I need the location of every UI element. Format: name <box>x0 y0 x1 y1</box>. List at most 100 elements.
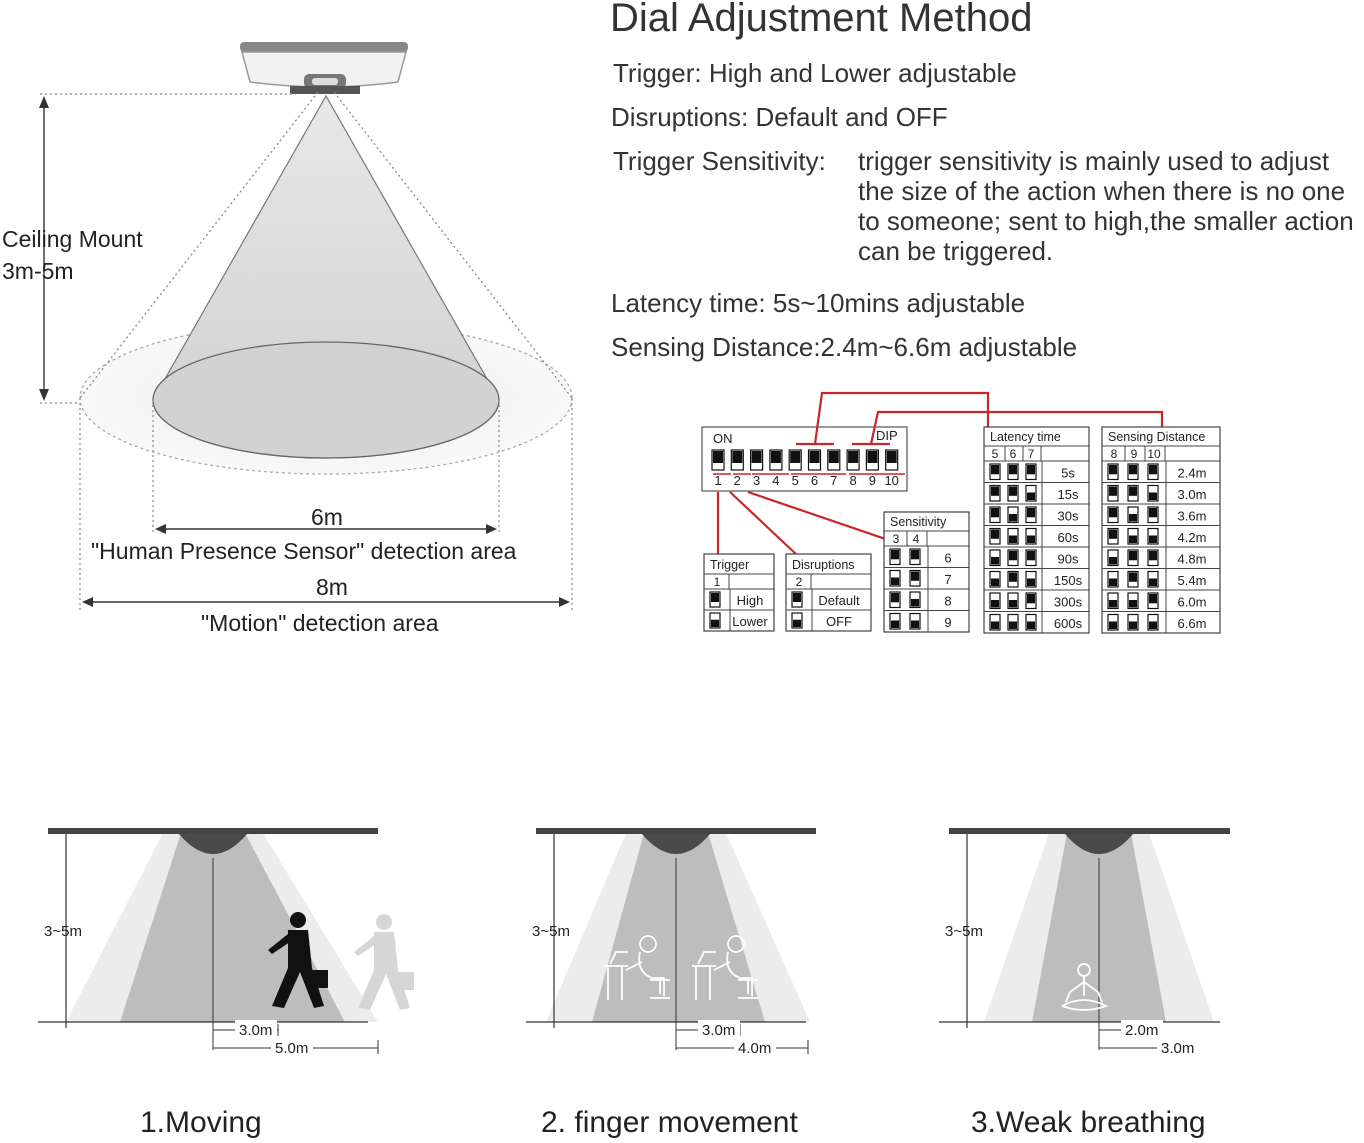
switch-icon <box>1025 527 1037 545</box>
switch-icon <box>1107 592 1119 610</box>
switch-icon <box>1107 570 1119 588</box>
switch-icon <box>989 527 1001 545</box>
outer-area-label: "Motion" detection area <box>201 610 439 636</box>
switch-icon <box>1025 506 1037 524</box>
scene-3: 3~5m 2.0m3.0m <box>939 828 1230 1057</box>
switch-icon <box>989 484 1001 502</box>
switch-icon <box>709 612 721 629</box>
switch-icon <box>909 548 921 566</box>
switch-icon <box>1025 463 1037 481</box>
sensitivity-table-col-header: 4 <box>913 532 920 546</box>
scene-2-caption: 2. finger movement <box>541 1106 798 1139</box>
ceiling-bar <box>536 828 816 834</box>
switch-icon <box>989 570 1001 588</box>
dip-number: 3 <box>753 473 760 488</box>
sensitivity-spec-label: Trigger Sensitivity: <box>613 146 826 176</box>
dip-number: 1 <box>714 473 721 488</box>
latency-table-col-header: 7 <box>1028 447 1035 461</box>
switch-icon <box>1107 527 1119 545</box>
latency-table-row-label: 600s <box>1054 616 1083 631</box>
switch-icon <box>1127 506 1139 524</box>
switch-icon <box>1127 549 1139 567</box>
switch-icon <box>1107 613 1119 631</box>
callout-line <box>852 410 1164 446</box>
switch-icon <box>1127 463 1139 481</box>
latency-table-col-header: 6 <box>1010 447 1017 461</box>
height-label: 3~5m <box>44 923 82 940</box>
distance-table-row-label: 3.0m <box>1178 487 1207 502</box>
switch-icon <box>1147 613 1159 631</box>
outer-dim-label: 5.0m <box>275 1040 308 1057</box>
sensitivity-table-row-label: 8 <box>944 594 951 609</box>
disruptions-table-title: Disruptions <box>792 558 855 572</box>
switch-icon <box>1147 592 1159 610</box>
switch-icon <box>1147 484 1159 502</box>
scene-3-caption: 3.Weak breathing <box>971 1106 1206 1139</box>
distance-table-col-header: 9 <box>1131 447 1138 461</box>
ceiling-bar <box>48 828 378 834</box>
latency-table-row-label: 60s <box>1058 530 1079 545</box>
switch-icon <box>1107 549 1119 567</box>
distance-table-row-label: 2.4m <box>1178 466 1207 481</box>
switch-icon <box>1007 506 1019 524</box>
latency-spec: Latency time: 5s~10mins adjustable <box>611 288 1026 318</box>
callout-line <box>796 391 990 446</box>
inner-dim-label: 2.0m <box>1125 1022 1158 1039</box>
mount-height-label: 3m-5m <box>2 258 74 284</box>
distance-table-col-header: 10 <box>1147 447 1161 461</box>
disruptions-table-row-label: OFF <box>826 614 852 629</box>
switch-icon <box>989 463 1001 481</box>
dip-number: 6 <box>811 473 818 488</box>
trigger-table-col-header: 1 <box>714 575 721 589</box>
callout-line <box>729 491 798 556</box>
dip-number: 9 <box>869 473 876 488</box>
switch-icon <box>1107 463 1119 481</box>
dip-number: 8 <box>849 473 856 488</box>
switch-icon <box>1127 484 1139 502</box>
switch-icon <box>1127 592 1139 610</box>
switch-icon <box>1025 592 1037 610</box>
switch-icon <box>865 449 880 471</box>
desk-worker-icon <box>604 935 670 1000</box>
ceiling-cone-diagram <box>39 42 573 612</box>
latency-table-row-label: 300s <box>1054 595 1083 610</box>
switch-icon <box>827 449 841 471</box>
dip-label: DIP <box>876 428 898 443</box>
outer-dim-label: 3.0m <box>1161 1040 1194 1057</box>
latency-table-row-label: 90s <box>1058 552 1079 567</box>
inner-area-label: "Human Presence Sensor" detection area <box>91 538 517 564</box>
height-label: 3~5m <box>532 923 570 940</box>
switch-icon <box>1147 463 1159 481</box>
trigger-table-title: Trigger <box>710 558 749 572</box>
switch-icon <box>1107 484 1119 502</box>
switch-icon <box>989 549 1001 567</box>
sensor-dome-icon <box>1065 834 1133 854</box>
page-title: Dial Adjustment Method <box>610 0 1033 40</box>
switch-icon <box>1007 592 1019 610</box>
switch-icon <box>1107 506 1119 524</box>
outer-width-label: 8m <box>316 574 348 600</box>
switch-icon <box>807 449 822 471</box>
sensitivity-table-row-label: 6 <box>944 551 951 566</box>
switch-icon <box>1127 613 1139 631</box>
sensor-device-icon <box>240 42 408 94</box>
switch-icon <box>769 449 783 471</box>
switch-icon <box>1007 463 1019 481</box>
dip-callout-lines <box>716 391 1164 556</box>
scene-2: 3~5m3.0m4.0m <box>526 828 816 1057</box>
trigger-spec: Trigger: High and Lower adjustable <box>613 58 1017 88</box>
switch-icon <box>791 612 803 629</box>
sensitivity-table-row-label: 7 <box>944 572 951 587</box>
meditating-person-icon <box>1061 963 1109 1011</box>
distance-table-row-label: 3.6m <box>1178 509 1207 524</box>
height-label: 3~5m <box>945 923 983 940</box>
switch-icon <box>1025 613 1037 631</box>
disruptions-spec: Disruptions: Default and OFF <box>611 102 948 132</box>
switch-icon <box>885 449 899 471</box>
distance-table-row-label: 4.8m <box>1178 552 1207 567</box>
